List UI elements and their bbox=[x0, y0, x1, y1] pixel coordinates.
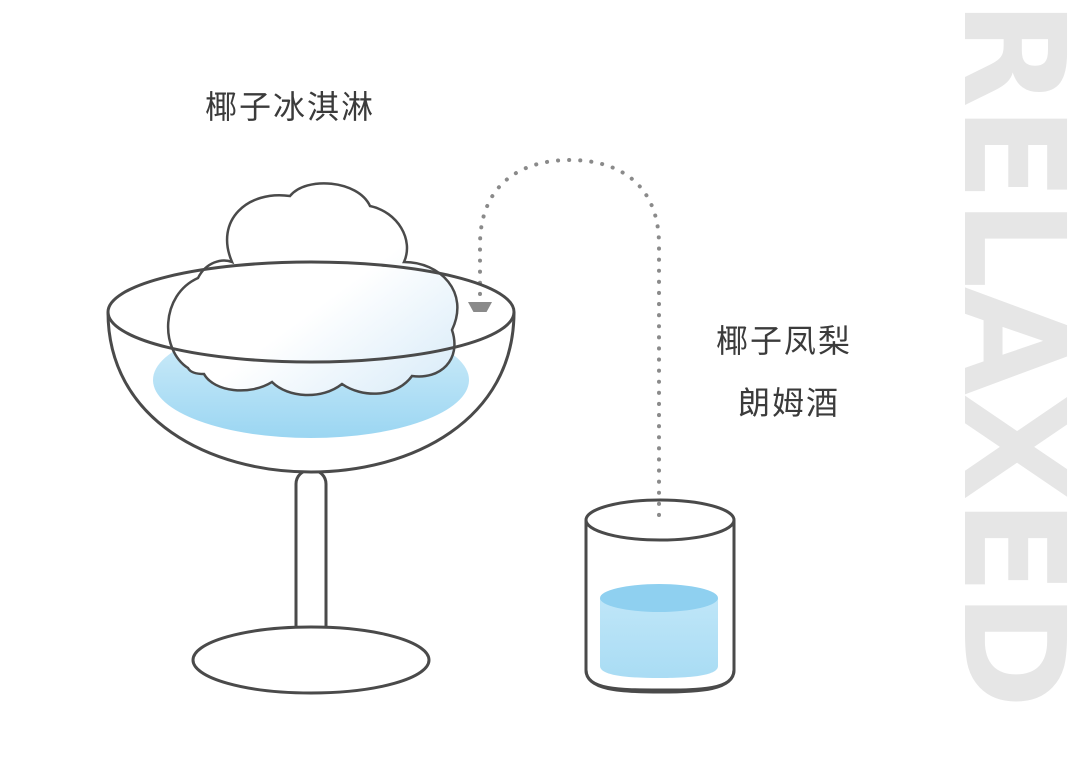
side-word-text: RELAXED bbox=[931, 0, 1080, 707]
label-pina-colada-line2: 朗姆酒 bbox=[738, 384, 840, 422]
label-ice-cream: 椰子冰淇淋 bbox=[205, 88, 375, 126]
shot-glass-icon bbox=[584, 498, 736, 694]
cloud-ice-cream-icon bbox=[167, 182, 459, 397]
label-pina-colada-line1: 椰子凤梨 bbox=[716, 322, 852, 360]
coupe-glass-rim bbox=[106, 260, 516, 364]
side-word-relaxed: RELAXED bbox=[931, 0, 1080, 707]
